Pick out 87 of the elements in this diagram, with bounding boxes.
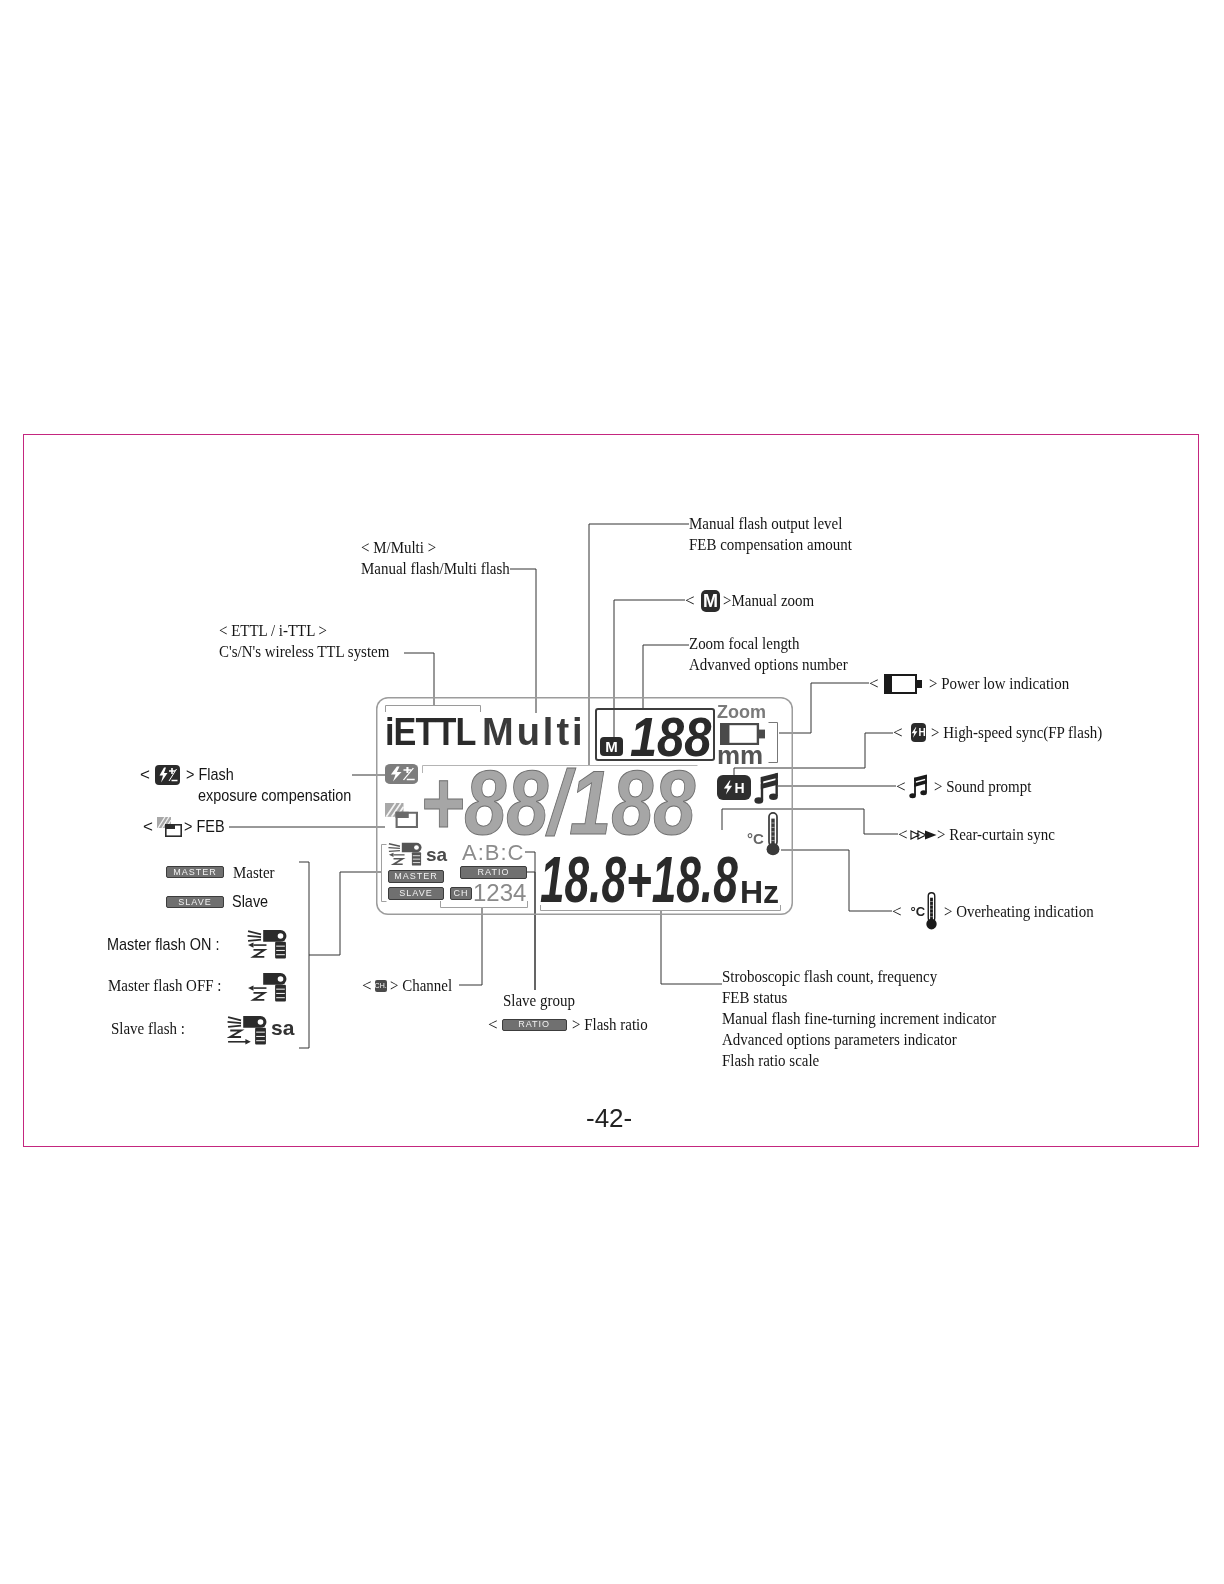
leader-line — [642, 644, 690, 709]
master-tag: MASTER — [388, 870, 444, 883]
bolt-plus-minus-icon — [385, 764, 418, 784]
callout-text: Manual flash output level — [689, 513, 843, 534]
tile-letter: H — [918, 727, 926, 738]
lcd-group-text: A:B:C — [462, 842, 525, 864]
callout-text: Advanved options number — [689, 654, 848, 675]
leader-line — [780, 849, 893, 912]
callout-text: < M/Multi > — [361, 537, 437, 558]
callout-text: < — [143, 816, 153, 837]
leader-line — [458, 907, 483, 986]
lcd-panel — [376, 697, 793, 915]
callout-text: > Overheating indication — [944, 900, 1094, 922]
callout-text: >Manual zoom — [723, 590, 815, 611]
callout-text: < — [869, 673, 879, 694]
callout-text: > Flash exposure compensation — [185, 764, 353, 806]
bolt-letter-tile — [717, 775, 751, 800]
lcd-unit-text: Zoom — [717, 703, 766, 721]
callout-text: < ETTL / i-TTL > — [219, 620, 327, 641]
callout-text: Advanced options parameters indicator — [722, 1029, 957, 1050]
lcd-unit-text: Hz — [740, 880, 780, 904]
tile-letter: H — [734, 780, 745, 795]
lcd-digits: +88/188 — [420, 770, 696, 838]
celsius-label: °C — [747, 831, 764, 846]
slave-tag: SLAVE — [388, 887, 444, 900]
celsius-label: °C — [910, 904, 926, 918]
leader-line — [660, 910, 723, 985]
callout-text: > Channel — [389, 975, 452, 996]
letter-tag: M — [700, 589, 721, 612]
callout-text: < — [362, 975, 372, 996]
callout-text: Flash ratio scale — [722, 1050, 820, 1071]
leader-line — [777, 785, 897, 787]
callout-text: < — [896, 775, 906, 797]
callout-text: FEB status — [722, 987, 788, 1008]
callout-text: > Sound prompt — [933, 775, 1031, 797]
callout-text: < — [140, 764, 150, 785]
callout-text: Manual flash fine-turning increment indicator — [722, 1008, 997, 1029]
page-number: -42- — [586, 1105, 633, 1131]
lcd-unit-text: mm — [717, 747, 764, 764]
legend-text: Master — [233, 862, 275, 883]
slave-symbol-text: sa — [426, 845, 448, 864]
callout-text: FEB compensation amount — [689, 534, 852, 555]
leader-line — [721, 808, 899, 835]
slave-tag: SLAVE — [166, 896, 224, 908]
legend-text: Master flash ON : — [107, 934, 220, 955]
callout-text: C's/N's wireless TTL system — [219, 641, 390, 662]
leader-line — [613, 599, 686, 738]
callout-text: Manual flash/Multi flash — [361, 558, 510, 579]
legend-text: Slave — [232, 891, 269, 912]
leader-line — [526, 871, 536, 991]
leader-line — [588, 523, 690, 766]
leader-line — [778, 682, 870, 734]
callout-text: Slave group — [503, 990, 575, 1011]
leader-line — [403, 652, 435, 706]
callout-text: < — [898, 824, 908, 845]
legend-text: Slave flash : — [111, 1018, 185, 1039]
callout-text: > High-speed sync(FP flash) — [930, 722, 1102, 743]
callout-text: < — [685, 590, 695, 611]
callout-text: > FEB — [183, 816, 225, 837]
leader-line — [228, 826, 386, 828]
callout-text: < — [488, 1014, 498, 1035]
callout-text: < — [892, 900, 902, 922]
channel-tag: CH — [450, 887, 472, 900]
leader-line — [351, 774, 386, 776]
legend-text: Master flash OFF : — [108, 975, 222, 996]
letter-tag: M — [600, 737, 623, 756]
callout-text: Stroboscopic flash count, frequency — [722, 966, 938, 987]
slave-symbol-text: sa — [271, 1017, 295, 1038]
ratio-tag: RATIO — [460, 866, 527, 879]
callout-text: > Rear-curtain sync — [936, 824, 1055, 845]
lcd-digits: 188 — [630, 713, 712, 761]
leader-line — [298, 861, 382, 1049]
master-tag: MASTER — [166, 866, 224, 878]
callout-text: > Flash ratio — [571, 1014, 648, 1035]
ratio-tag: RATIO — [501, 1018, 567, 1031]
zoom-display-frame — [595, 708, 715, 761]
callout-text: > Power low indication — [928, 673, 1069, 694]
leader-line — [509, 568, 537, 714]
leader-line — [733, 732, 894, 776]
callout-text: < — [893, 722, 903, 743]
lcd-digits: 18.8+18.8 — [540, 856, 738, 904]
lcd-channel-digits: 1234 — [473, 881, 527, 905]
lcd-mode-text: iETTL — [385, 713, 476, 751]
music-note-icon — [754, 772, 778, 805]
lcd-mode-text: Multi — [482, 713, 586, 751]
overlapping-squares-icon — [385, 803, 418, 828]
callout-text: Zoom focal length — [689, 633, 800, 654]
